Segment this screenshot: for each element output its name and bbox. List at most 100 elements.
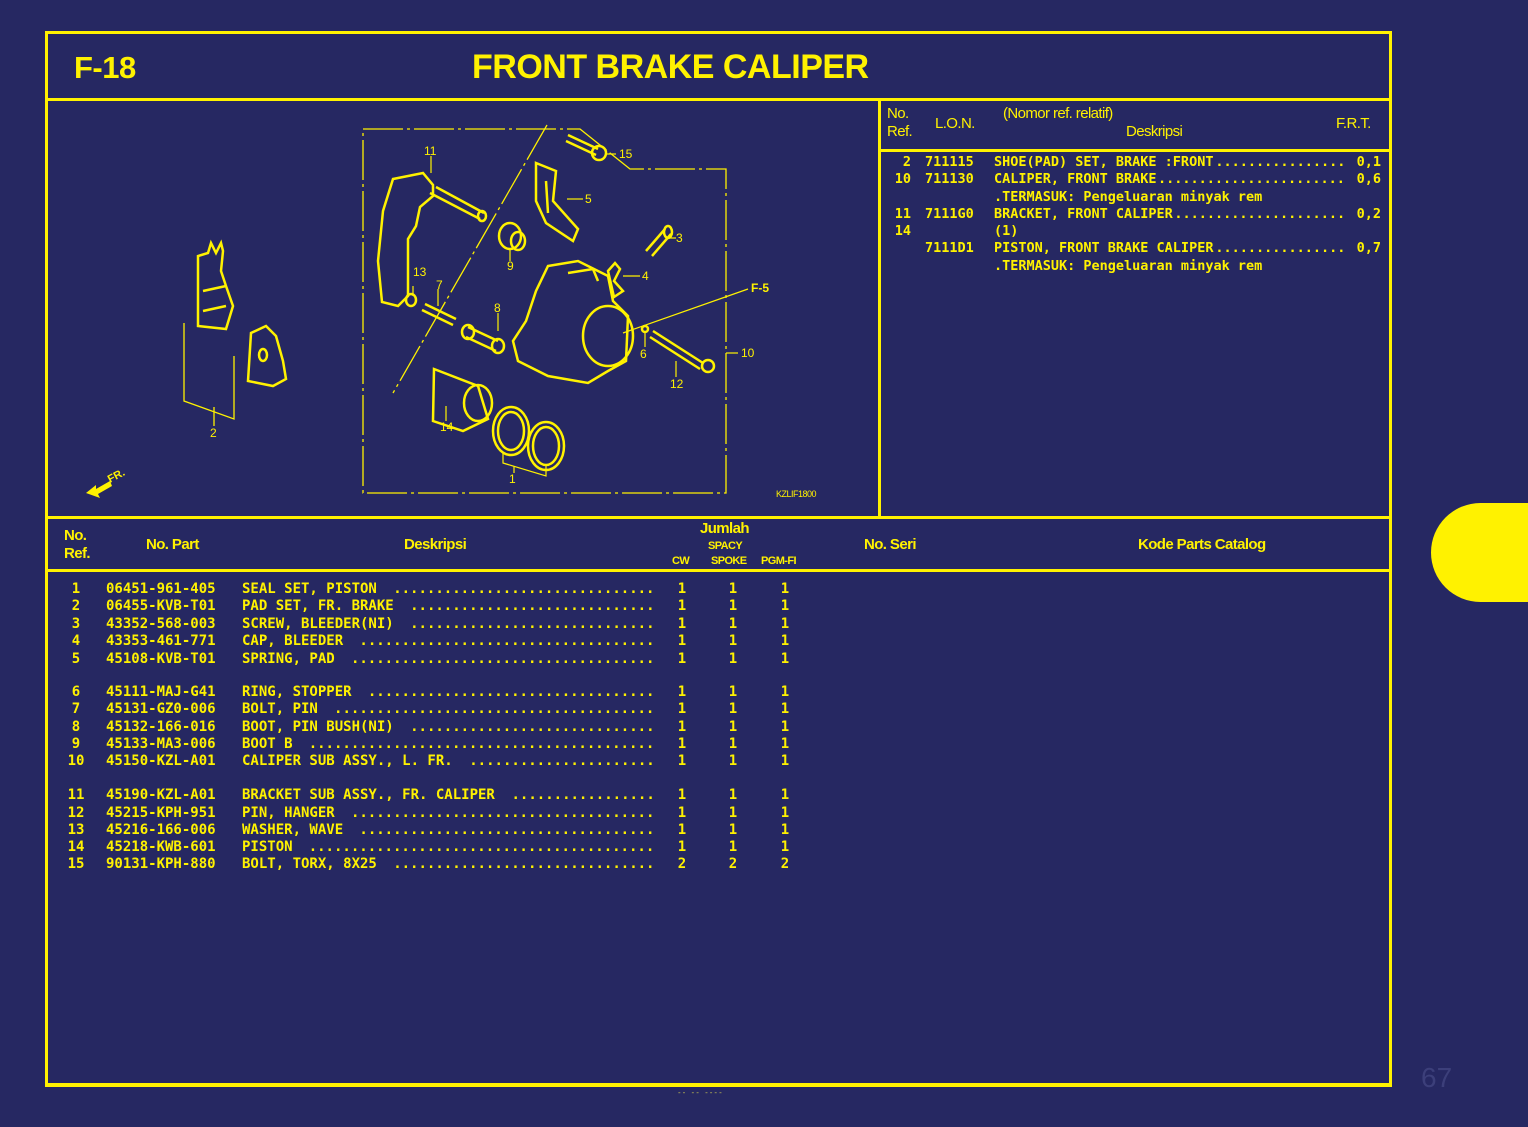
lon-leader-dots: ........................................… [1158, 171, 1347, 187]
callout-labels: 11 15 5 3 9 4 13 7 8 F-5 6 10 12 14 1 2 [210, 144, 769, 486]
part-description-cell: PIN, HANGER [242, 805, 335, 821]
part-ref-cell: 2 [71, 598, 81, 614]
qty-pgmfi-cell: 1 [780, 736, 790, 752]
footer-divider [45, 1083, 1392, 1086]
lon-description-cell: (1) [994, 223, 1019, 239]
part-ref-cell: 9 [71, 736, 81, 752]
lon-table-row: 14(1) [881, 223, 1389, 240]
part-description-cell: RING, STOPPER [242, 684, 352, 700]
qty-spoke-cell: 1 [728, 839, 738, 855]
part-description-cell: BOLT, TORX, 8X25 [242, 856, 377, 872]
part-leader-dots: ........................................… [334, 701, 652, 717]
qty-pgmfi-cell: 1 [780, 581, 790, 597]
svg-text:FR.: FR. [106, 467, 127, 486]
pin-bolt-part [404, 292, 506, 355]
qty-cw-cell: 1 [677, 684, 687, 700]
qty-pgmfi-cell: 1 [780, 616, 790, 632]
callout-15: 15 [619, 147, 633, 161]
qty-spoke-cell: 1 [728, 633, 738, 649]
qty-cw-cell: 1 [677, 581, 687, 597]
qty-cw-cell: 1 [677, 805, 687, 821]
part-description-cell: BRACKET SUB ASSY., FR. CALIPER [242, 787, 495, 803]
part-description-cell: CALIPER SUB ASSY., L. FR. [242, 753, 453, 769]
lon-description-cell: SHOE(PAD) SET, BRAKE :FRONT [994, 154, 1214, 170]
lon-code-cell: 7111G0 [925, 206, 974, 222]
qty-spoke-cell: 1 [728, 684, 738, 700]
side-tab-button[interactable] [1431, 503, 1528, 602]
part-leader-dots: ........................................… [511, 787, 653, 803]
boot-b-part [497, 221, 527, 252]
part-ref-cell: 1 [71, 581, 81, 597]
qty-pgmfi-cell: 1 [780, 839, 790, 855]
part-number-cell: 45131-GZ0-006 [106, 701, 216, 717]
part-ref-cell: 4 [71, 633, 81, 649]
part-no-header: No. Part [146, 536, 199, 553]
part-leader-dots: ........................................… [308, 736, 652, 752]
qty-spoke-cell: 1 [728, 651, 738, 667]
callout-1: 1 [509, 472, 516, 486]
qty-cw-cell: 1 [677, 753, 687, 769]
part-description-cell: BOOT B [242, 736, 293, 752]
model-header: SPACY [708, 540, 743, 552]
part-number-cell: 45150-KZL-A01 [106, 753, 216, 769]
callout-f5: F-5 [751, 281, 769, 295]
qty-pgmfi-cell: 1 [780, 719, 790, 735]
lon-header: L.O.N. [935, 115, 975, 132]
part-description-cell: CAP, BLEEDER [242, 633, 344, 649]
lon-code-cell: 7111D1 [925, 240, 974, 256]
parts-no-ref-header-line2: Ref. [64, 545, 91, 562]
exploded-diagram: 11 15 5 3 9 4 13 7 8 F-5 6 10 12 14 1 2 … [48, 101, 881, 516]
drawing-code: KZLIF1800 [776, 489, 817, 499]
part-number-cell: 45216-166-006 [106, 822, 216, 838]
parts-table-header: No. Ref. No. Part Deskripsi Jumlah SPACY… [48, 516, 1389, 572]
part-leader-dots: ........................................… [359, 822, 652, 838]
qty-spoke-cell: 1 [728, 581, 738, 597]
part-description-cell: SEAL SET, PISTON [242, 581, 377, 597]
part-description-cell: SPRING, PAD [242, 651, 335, 667]
lon-ref-cell: 11 [894, 206, 911, 222]
lon-code-cell: 711115 [925, 154, 974, 170]
callout-5: 5 [585, 192, 592, 206]
qty-spoke-cell: 1 [728, 701, 738, 717]
lon-frt-cell: 0,7 [1356, 240, 1381, 256]
qty-cw-cell: 1 [677, 598, 687, 614]
qty-cw-cell: 1 [677, 719, 687, 735]
page-title: FRONT BRAKE CALIPER [472, 48, 869, 86]
part-leader-dots: ........................................… [308, 839, 652, 855]
parts-description-header: Deskripsi [404, 536, 467, 553]
qty-spoke-cell: 1 [728, 822, 738, 838]
no-ref-header: No. [887, 105, 909, 122]
catalog-code-header: Kode Parts Catalog [1138, 536, 1266, 553]
qty-spoke-cell: 1 [728, 787, 738, 803]
part-number-cell: 45111-MAJ-G41 [106, 684, 216, 700]
variant-cw-header: CW [672, 555, 690, 567]
part-number-cell: 06455-KVB-T01 [106, 598, 216, 614]
callout-8: 8 [494, 301, 501, 315]
part-number-cell: 45108-KVB-T01 [106, 651, 216, 667]
part-leader-dots: ........................................… [393, 581, 652, 597]
callout-4: 4 [642, 269, 649, 283]
qty-cw-cell: 1 [677, 839, 687, 855]
part-ref-cell: 5 [71, 651, 81, 667]
frt-header: F.R.T. [1336, 115, 1371, 132]
qty-spoke-cell: 1 [728, 753, 738, 769]
qty-spoke-cell: 1 [728, 736, 738, 752]
callout-12: 12 [670, 377, 684, 391]
front-direction-arrow: FR. [86, 467, 127, 498]
qty-spoke-cell: 1 [728, 805, 738, 821]
part-number-cell: 43352-568-003 [106, 616, 216, 632]
qty-pgmfi-cell: 1 [780, 701, 790, 717]
callout-3: 3 [676, 231, 683, 245]
serial-no-header: No. Seri [864, 536, 916, 553]
part-ref-cell: 7 [71, 701, 81, 717]
part-ref-cell: 14 [67, 839, 85, 855]
qty-spoke-cell: 1 [728, 616, 738, 632]
